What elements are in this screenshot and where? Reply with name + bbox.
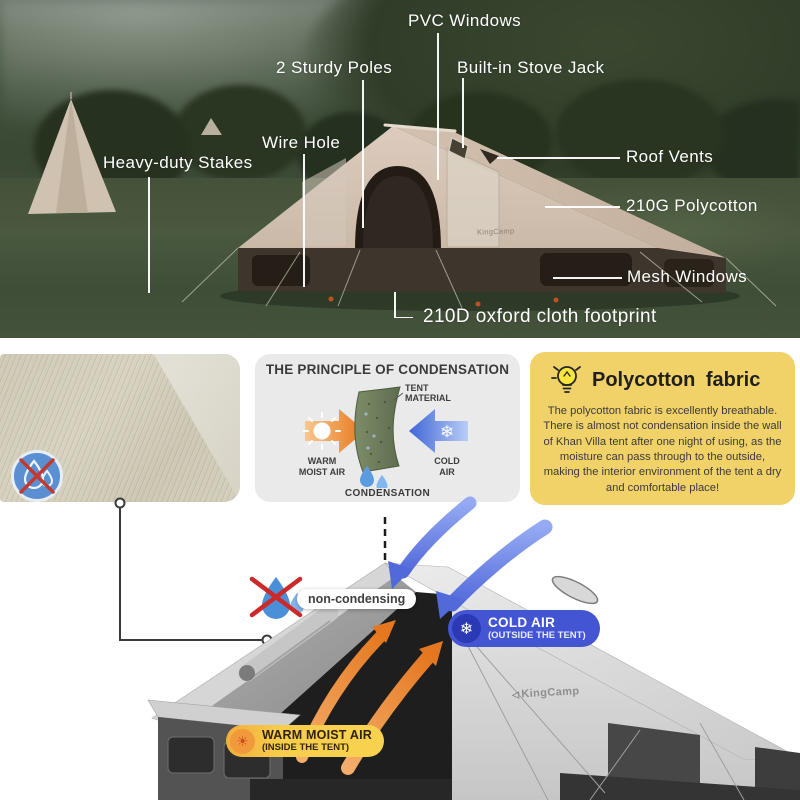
cold-air-title: COLD AIR — [488, 615, 556, 631]
distant-teepee — [201, 118, 222, 135]
stake-markers — [328, 296, 559, 307]
leader-wire-hole — [303, 154, 305, 287]
cold-air-badge: ❄ COLD AIR (OUTSIDE THE TENT) — [448, 610, 600, 647]
label-stove-jack: Built-in Stove Jack — [457, 58, 605, 77]
right-window-2 — [755, 747, 800, 795]
tent-material-slab — [354, 386, 401, 473]
leader-stakes — [148, 177, 150, 293]
kingcamp-mark-icon: ◁ — [511, 689, 520, 700]
polycotton-title: Polycotton fabric — [592, 368, 761, 391]
rolled-cover-shade — [249, 620, 331, 680]
cold-air-arrows — [388, 496, 553, 619]
condensation-caption: CONDENSATION — [344, 488, 431, 499]
tent-mesh-window-right — [540, 253, 632, 286]
lightbulb-icon — [551, 366, 581, 393]
leader-footprint-h — [394, 316, 413, 318]
label-footprint: 210D oxford cloth footprint — [423, 306, 657, 327]
leader-roof-vents — [497, 157, 620, 159]
svg-text:AIR: AIR — [439, 467, 455, 477]
rolled-cover-end — [239, 665, 255, 681]
rolled-window-cover — [238, 604, 339, 682]
sun-icon — [303, 412, 341, 450]
tent-door-interior — [363, 176, 433, 250]
tent-photo-section: KingCamp PVC Windows 2 Sturdy Poles Buil… — [0, 0, 800, 338]
leader-sturdy-poles — [362, 80, 364, 228]
leader-footprint-v — [394, 292, 396, 318]
left-roof-panel — [181, 576, 416, 739]
cold-air-arrow: ❄ — [409, 409, 468, 453]
warm-air-title: WARM MOIST AIR — [262, 728, 372, 743]
svg-text:MATERIAL: MATERIAL — [405, 393, 451, 403]
leader-stove-jack — [462, 78, 464, 148]
warm-air-arrow — [303, 409, 365, 453]
main-tent — [181, 123, 777, 309]
label-sturdy-poles: 2 Sturdy Poles — [276, 58, 393, 77]
cold-air-subtitle: (OUTSIDE THE TENT) — [488, 629, 586, 641]
diagram-labels: TENT MATERIAL WARM MOIST AIR COLD AIR — [299, 383, 460, 477]
label-mesh-windows: Mesh Windows — [627, 267, 748, 286]
leader-polycotton — [545, 206, 620, 208]
right-outer-wall — [452, 601, 800, 800]
tent-mesh-window-side — [664, 259, 714, 287]
svg-text:MOIST AIR: MOIST AIR — [299, 467, 346, 477]
kingcamp-logo-photo: KingCamp — [476, 226, 515, 237]
polycotton-description: The polycotton fabric is excellently bre… — [543, 405, 782, 494]
right-window-1 — [608, 723, 700, 791]
label-stakes: Heavy-duty Stakes — [103, 153, 253, 172]
snowflake-icon: ❄ — [440, 423, 454, 442]
label-roof-vents: Roof Vents — [626, 147, 714, 166]
polycotton-fabric-panel: Polycotton fabric The polycotton fabric … — [530, 352, 795, 505]
guy-lines — [181, 247, 777, 309]
label-pvc-windows: PVC Windows — [408, 11, 522, 30]
no-condensation-glyph — [19, 458, 55, 494]
roof-vent-flap — [480, 149, 499, 164]
warm-air-subtitle: (INSIDE THE TENT) — [262, 741, 350, 753]
left-mesh-window-1 — [167, 736, 215, 774]
tent-material-pointer — [393, 392, 404, 401]
non-condensing-label: non-condensing — [297, 589, 417, 609]
label-polycotton: 210G Polycotton — [626, 196, 758, 215]
leader-pvc-windows — [437, 33, 439, 180]
tent-mesh-window-left — [252, 255, 310, 286]
condensation-diagram: ❄ TENT MATERIAL WARM MOIST AIR COLD — [299, 383, 468, 488]
tent-ridge — [383, 123, 457, 133]
teepee-tent — [28, 92, 116, 214]
sun-icon: ☀ — [230, 728, 255, 754]
polycotton-header: Polycotton fabric — [550, 361, 760, 399]
tent-material-label-1: TENT — [405, 383, 429, 393]
warm-air-badge: ☀ WARM MOIST AIR (INSIDE THE TENT) — [226, 725, 384, 757]
condensation-title: THE PRINCIPLE OF CONDENSATION — [265, 362, 510, 377]
fabric-connector-line — [114, 497, 273, 646]
condensation-drops — [360, 466, 388, 488]
no-condensation-icon — [11, 450, 63, 502]
tent-cutaway-illustration — [114, 496, 800, 800]
label-wire-hole: Wire Hole — [262, 133, 341, 152]
cutaway-guy-lines — [455, 622, 745, 800]
tent-left-window — [302, 158, 346, 246]
condensation-principle-panel: THE PRINCIPLE OF CONDENSATION — [255, 354, 520, 502]
photo-tent-illustration — [28, 92, 777, 311]
roof-vent-bump — [551, 575, 599, 605]
svg-text:WARM: WARM — [308, 456, 337, 466]
leader-mesh-windows — [553, 277, 622, 279]
tent-right-roof — [393, 126, 726, 258]
svg-text:COLD: COLD — [434, 456, 460, 466]
tent-floor — [250, 779, 460, 800]
tent-pvc-window — [446, 147, 500, 248]
snowflake-icon: ❄ — [452, 614, 481, 643]
